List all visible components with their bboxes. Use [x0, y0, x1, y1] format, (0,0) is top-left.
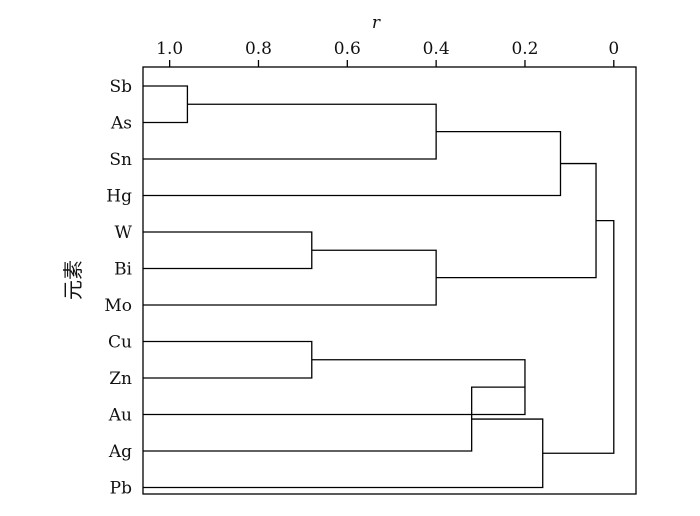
x-tick-label: 1.0 — [156, 39, 183, 59]
dendrogram-link — [143, 359, 526, 416]
dendrogram-link — [143, 103, 437, 160]
leaf-label: Sb — [109, 77, 132, 97]
x-axis-ticks: 1.0 0.8 0.6 0.4 0.2 0 — [156, 39, 619, 67]
leaf-label: Zn — [109, 369, 132, 389]
leaf-label: Mo — [104, 296, 132, 316]
dendrogram-link — [143, 340, 313, 379]
dendrogram-link — [542, 219, 615, 454]
dendrogram-link — [143, 130, 562, 197]
dendrogram-link — [436, 162, 597, 279]
leaf-label: Ag — [108, 442, 132, 462]
leaf-label: Au — [108, 406, 132, 426]
x-tick-label: 0 — [608, 39, 619, 59]
leaf-label: Bi — [114, 260, 132, 280]
dendrogram-link — [143, 249, 437, 306]
x-tick-label: 0.6 — [334, 39, 361, 59]
x-tick-label: 0.8 — [245, 39, 272, 59]
dendrogram-link — [143, 418, 544, 489]
leaf-label: Cu — [108, 333, 132, 353]
dendrogram-link — [143, 85, 189, 124]
leaf-label: As — [110, 114, 132, 134]
leaf-label: W — [115, 223, 133, 243]
plot-frame — [142, 66, 637, 495]
dendrogram-link — [143, 386, 525, 452]
y-axis-title: 元素 — [61, 260, 85, 300]
leaf-label: Hg — [106, 187, 132, 207]
leaf-label: Pb — [110, 479, 132, 499]
x-axis-title: r — [372, 13, 381, 33]
leaf-label: Sn — [109, 150, 132, 170]
x-tick-label: 0.2 — [511, 39, 538, 59]
x-tick-label: 0.4 — [423, 39, 450, 59]
dendrogram-links — [143, 85, 615, 489]
dendrogram-link — [143, 231, 313, 270]
